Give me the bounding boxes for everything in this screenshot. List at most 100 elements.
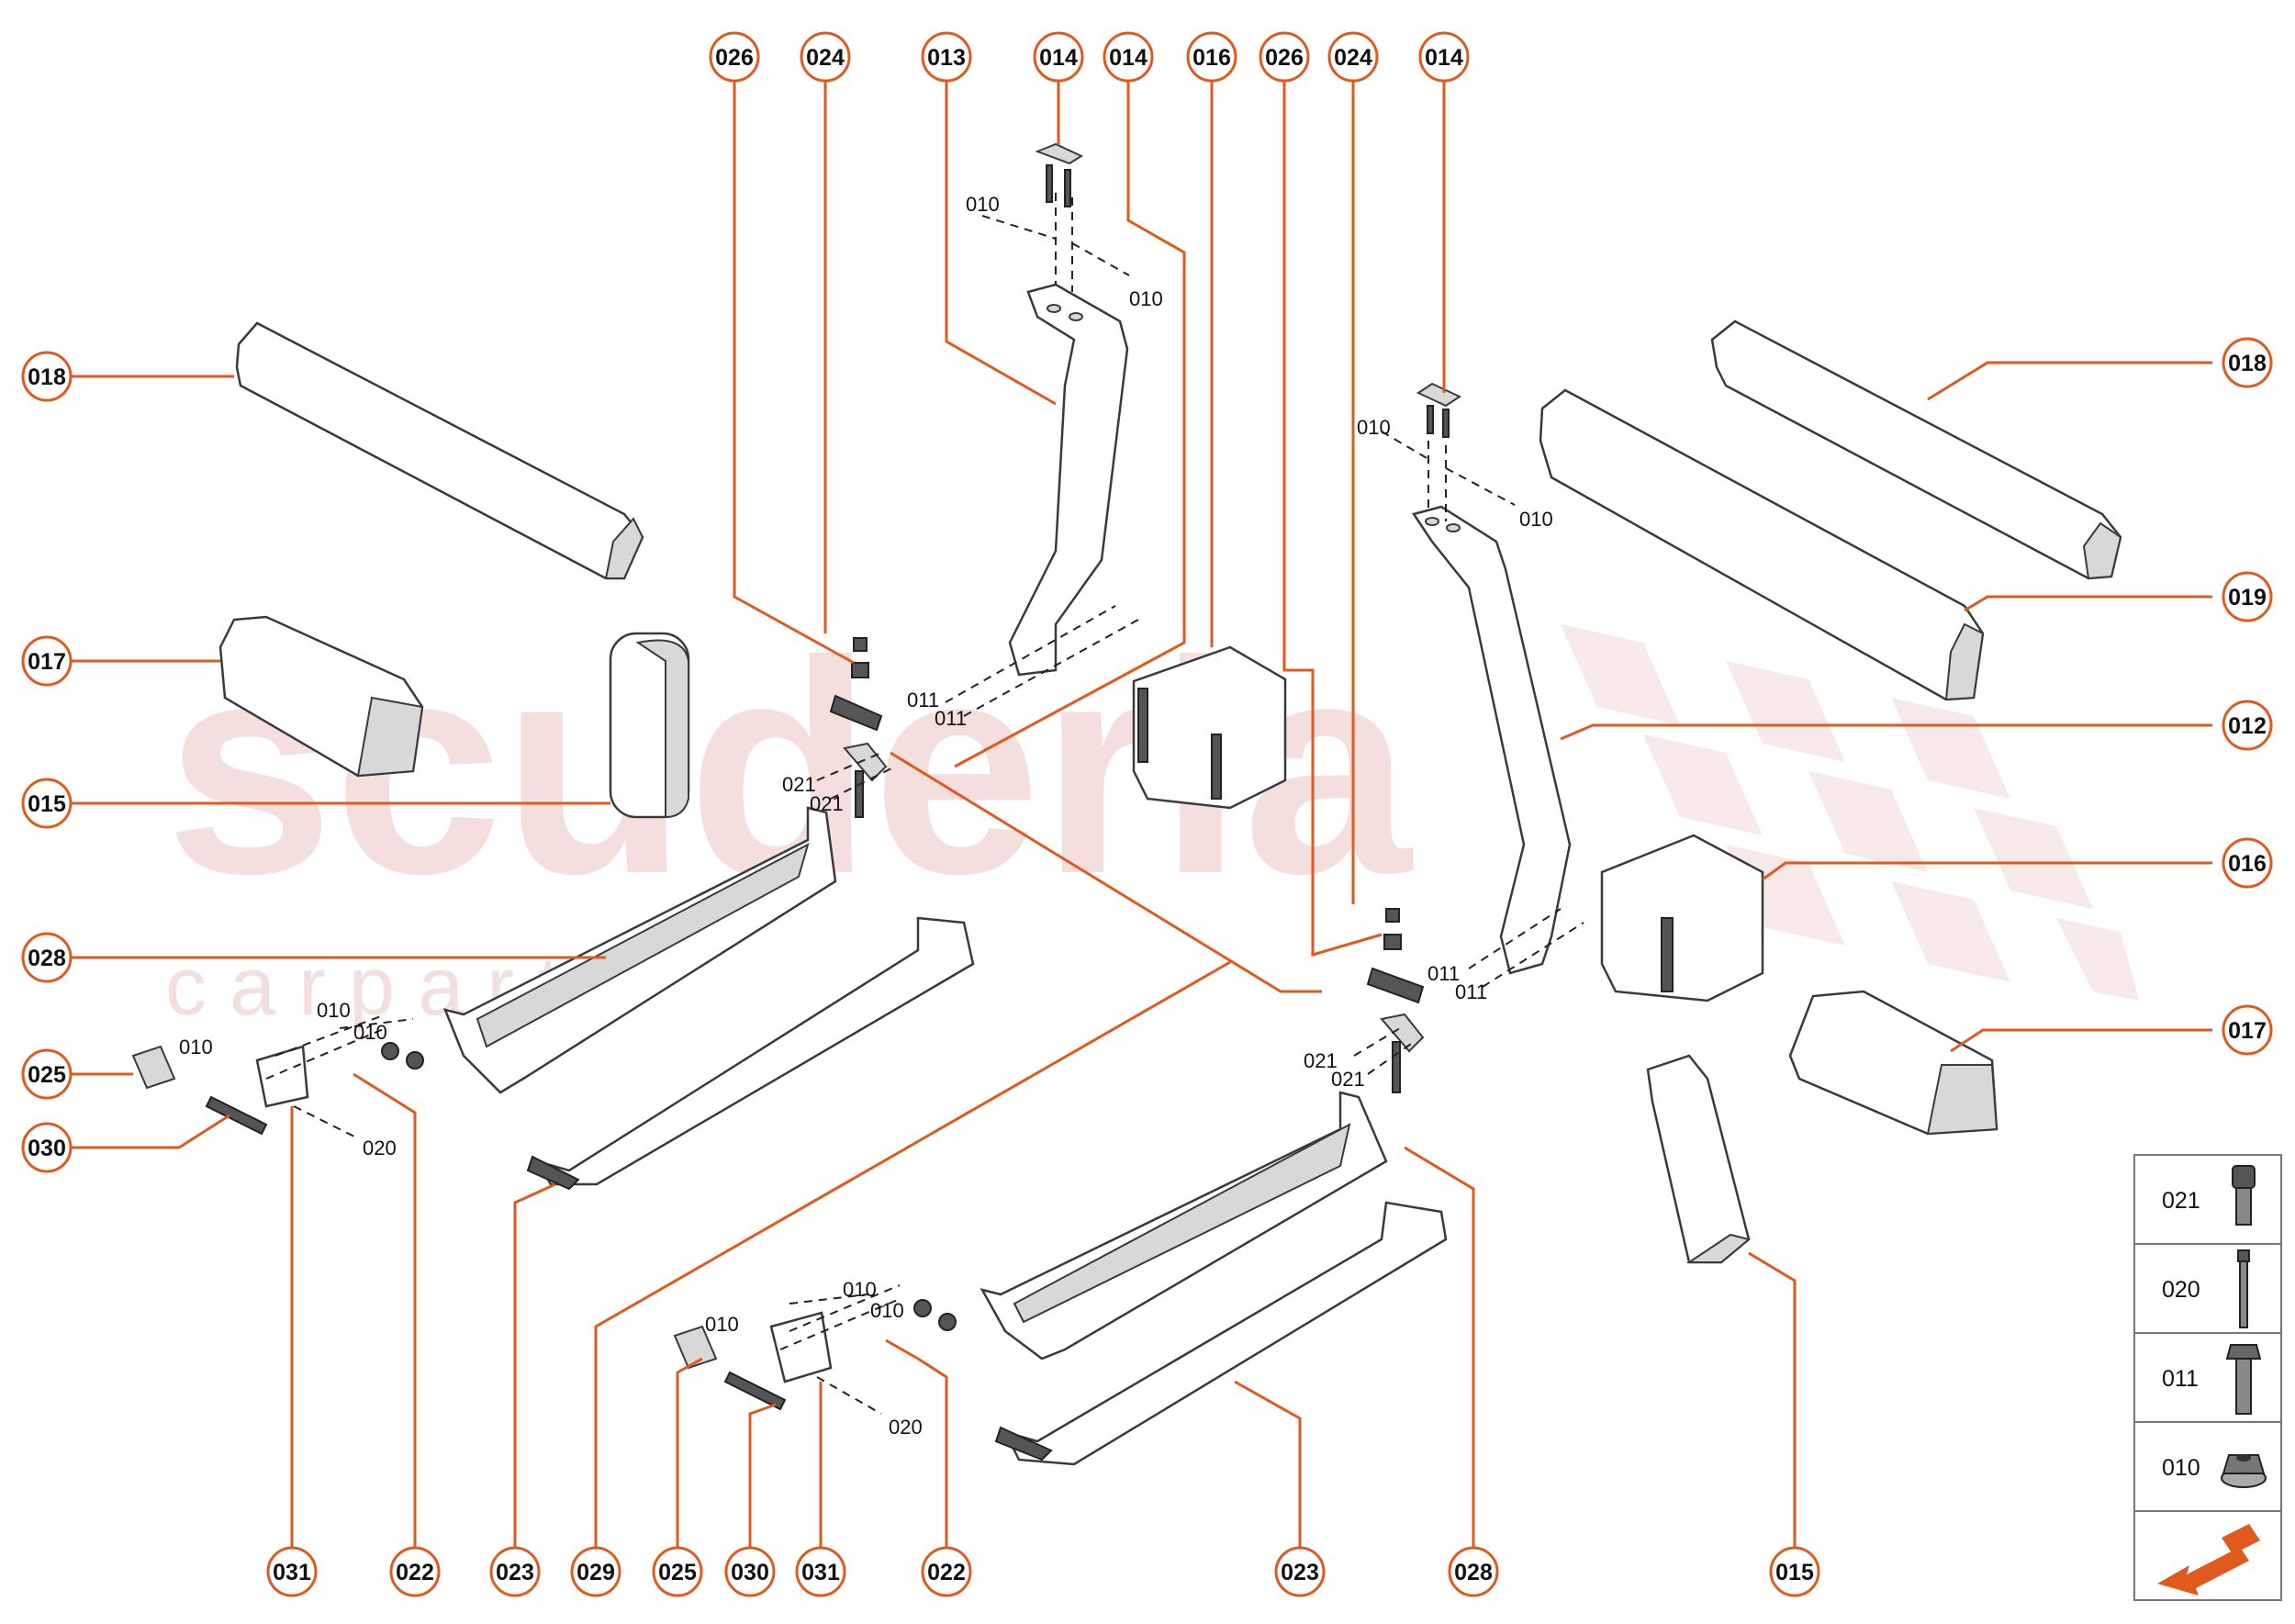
part-026-024-left: [829, 637, 883, 732]
svg-text:016: 016: [1192, 45, 1231, 71]
callout-018[interactable]: 018: [2222, 337, 2273, 388]
leader-lines: [70, 80, 2212, 1572]
svg-text:022: 022: [927, 1560, 966, 1585]
part-017-right: [1788, 990, 1998, 1136]
label-020: 020: [363, 1137, 397, 1159]
svg-text:031: 031: [273, 1560, 311, 1585]
label-011: 011: [935, 707, 967, 730]
part-028-right: [980, 1091, 1388, 1361]
svg-text:020: 020: [2162, 1277, 2200, 1303]
callout-029[interactable]: 029: [570, 1546, 621, 1597]
callout-014[interactable]: 014: [1103, 31, 1154, 83]
svg-text:017: 017: [2228, 1018, 2267, 1044]
callout-016[interactable]: 016: [1186, 31, 1237, 83]
label-010: 010: [179, 1036, 213, 1058]
svg-text:030: 030: [28, 1136, 66, 1161]
callout-030[interactable]: 030: [724, 1546, 776, 1597]
callout-028[interactable]: 028: [21, 932, 73, 983]
svg-text:024: 024: [1334, 45, 1372, 71]
part-016-right: [1600, 834, 1764, 1002]
callout-024[interactable]: 024: [800, 31, 851, 83]
part-012-bracket: [1411, 505, 1572, 975]
callout-026[interactable]: 026: [709, 31, 760, 83]
callout-022[interactable]: 022: [389, 1546, 441, 1597]
callout-022[interactable]: 022: [921, 1546, 972, 1597]
svg-text:018: 018: [28, 364, 66, 390]
legend-row-010: 010: [2162, 1454, 2267, 1488]
svg-text:023: 023: [1281, 1560, 1319, 1585]
callout-015[interactable]: 015: [21, 778, 73, 829]
callout-016[interactable]: 016: [2222, 837, 2273, 889]
part-028-left: [442, 806, 837, 1094]
label-021: 021: [810, 792, 844, 815]
part-023-left: [526, 916, 975, 1191]
svg-text:030: 030: [731, 1560, 769, 1585]
cap-screw-icon: [2232, 1165, 2256, 1226]
part-026-024-right: [1366, 908, 1425, 1004]
part-013-bracket: [1008, 283, 1129, 677]
part-018-left: [235, 321, 644, 580]
callout-030[interactable]: 030: [21, 1122, 73, 1173]
svg-text:022: 022: [396, 1560, 434, 1585]
part-014-clip-top: [1035, 142, 1084, 207]
long-screw-icon: [2237, 1249, 2250, 1328]
part-021-bolt-right: [1380, 1013, 1425, 1093]
part-016-left: [1132, 645, 1287, 810]
label-011: 011: [907, 689, 939, 711]
callout-025[interactable]: 025: [21, 1048, 73, 1100]
flange-nut-icon: [2221, 1454, 2267, 1488]
label-010: 010: [870, 1299, 904, 1322]
svg-text:012: 012: [2228, 713, 2267, 739]
callouts: 026 024 013 014 014 016 026 024 014 018 …: [21, 31, 2273, 1597]
part-025-030-031-right: [673, 1299, 957, 1411]
callout-026[interactable]: 026: [1259, 31, 1310, 83]
part-018-right: [1710, 319, 2122, 580]
svg-text:029: 029: [577, 1560, 615, 1585]
hardware-labels: 010 010 011 011 021 021 010 010 011 011 …: [179, 193, 1553, 1439]
callout-019[interactable]: 019: [2222, 571, 2273, 622]
svg-text:013: 013: [927, 45, 966, 71]
label-010: 010: [1357, 416, 1391, 439]
legend-row-021: 021: [2162, 1165, 2256, 1226]
callout-024[interactable]: 024: [1327, 31, 1379, 83]
svg-text:023: 023: [496, 1560, 534, 1585]
callout-013[interactable]: 013: [921, 31, 972, 83]
callout-028[interactable]: 028: [1448, 1546, 1499, 1597]
callout-018[interactable]: 018: [21, 351, 73, 402]
assembly-lines: [265, 193, 1584, 1415]
part-015-left: [609, 632, 690, 819]
label-010: 010: [1519, 508, 1553, 531]
callout-017[interactable]: 017: [2222, 1004, 2273, 1056]
callout-015[interactable]: 015: [1769, 1546, 1820, 1597]
callout-031[interactable]: 031: [795, 1546, 846, 1597]
callout-025[interactable]: 025: [652, 1546, 703, 1597]
part-023-right: [994, 1201, 1448, 1466]
label-010: 010: [353, 1021, 387, 1044]
callout-023[interactable]: 023: [489, 1546, 541, 1597]
callout-017[interactable]: 017: [21, 635, 73, 687]
callout-014[interactable]: 014: [1418, 31, 1470, 83]
label-010: 010: [705, 1313, 739, 1336]
label-020: 020: [889, 1416, 923, 1439]
svg-text:010: 010: [2162, 1455, 2200, 1481]
svg-text:018: 018: [2228, 351, 2267, 376]
part-014-clip-right: [1416, 382, 1462, 438]
label-011: 011: [1427, 962, 1460, 985]
label-010: 010: [966, 193, 1000, 216]
label-021: 021: [1331, 1068, 1365, 1091]
part-017-left: [218, 615, 424, 778]
callout-023[interactable]: 023: [1274, 1546, 1326, 1597]
svg-text:026: 026: [715, 45, 754, 71]
label-021: 021: [1304, 1049, 1338, 1072]
part-021-bolt-left: [843, 742, 888, 818]
flange-bolt-icon: [2225, 1344, 2262, 1415]
callout-014[interactable]: 014: [1033, 31, 1084, 83]
callout-012[interactable]: 012: [2222, 700, 2273, 751]
svg-text:015: 015: [28, 791, 66, 817]
callout-031[interactable]: 031: [266, 1546, 318, 1597]
label-021: 021: [782, 773, 816, 796]
legend-row-020: 020: [2162, 1249, 2250, 1328]
svg-text:025: 025: [28, 1062, 66, 1088]
svg-text:021: 021: [2162, 1188, 2200, 1214]
svg-text:025: 025: [658, 1560, 697, 1585]
